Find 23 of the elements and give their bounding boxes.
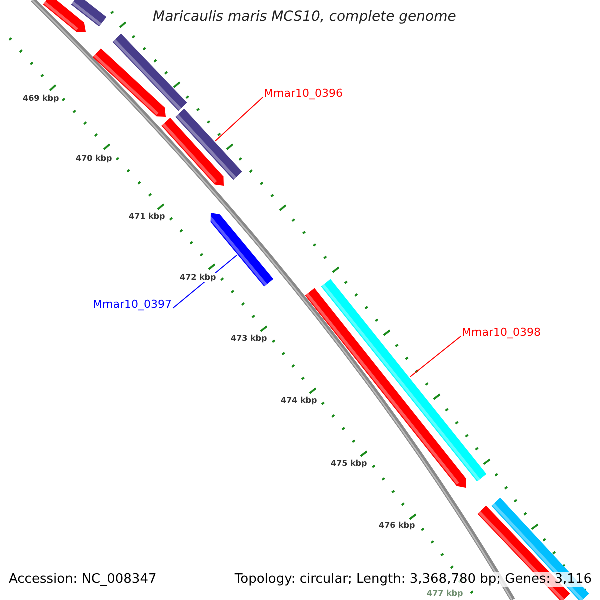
scale-label: 476 kbp [379, 521, 416, 530]
scale-label: 473 kbp [231, 334, 268, 343]
gene-feature [92, 48, 166, 117]
title: Maricaulis maris MCS10, complete genome [153, 9, 456, 25]
gene-label: Mmar10_0398 [462, 326, 541, 339]
gene-label: Mmar10_0396 [264, 87, 343, 100]
leader-line [215, 97, 264, 142]
gene-feature [162, 118, 224, 186]
gene-label: Mmar10_0397 [93, 298, 172, 311]
gene-feature [43, 0, 86, 32]
scale-label: 472 kbp [180, 273, 216, 282]
gene-feature [112, 34, 188, 112]
scale-label: 477 kbp [427, 589, 464, 598]
scale-label: 469 kbp [23, 94, 60, 103]
footer-text: Topology: circular; Length: 3,368,780 bp; Genes: 3,116 [234, 572, 592, 587]
scale-label: 474 kbp [281, 396, 318, 405]
gene-feature [176, 108, 242, 180]
scale-label: 471 kbp [129, 212, 166, 221]
scale-label: 470 kbp [76, 154, 112, 163]
leader-line [410, 336, 462, 378]
gene-feature [71, 0, 107, 27]
footer-text: Accession: NC_008347 [9, 572, 157, 587]
scale-label: 475 kbp [331, 459, 368, 468]
